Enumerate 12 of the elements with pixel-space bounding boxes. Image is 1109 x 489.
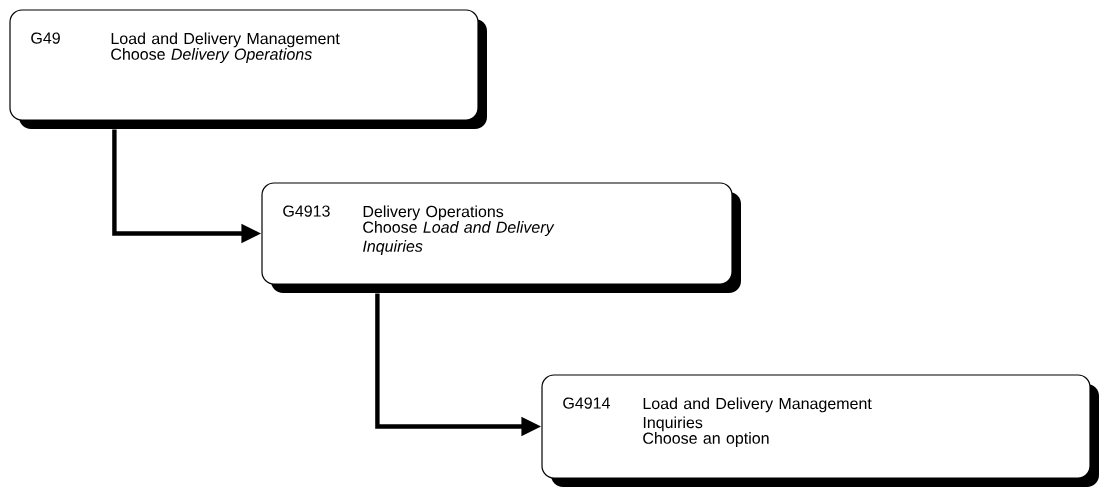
menu-text: Choose Delivery Operations xyxy=(111,48,312,64)
menu-text: Choose Load and Delivery Inquiries xyxy=(363,221,555,256)
menu-box xyxy=(261,182,741,293)
menu-text: Load and Delivery Management xyxy=(111,32,340,48)
menu-code: G4913 xyxy=(283,205,330,217)
menu-box xyxy=(541,374,1099,487)
menu-text: Load and Delivery Management Inquiries xyxy=(643,397,872,432)
menu-box xyxy=(9,9,487,129)
menu-code: G49 xyxy=(31,32,60,44)
menu-text: Choose an option xyxy=(643,432,769,448)
menu-text: Delivery Operations xyxy=(363,205,504,221)
menu-code: G4914 xyxy=(563,397,610,409)
